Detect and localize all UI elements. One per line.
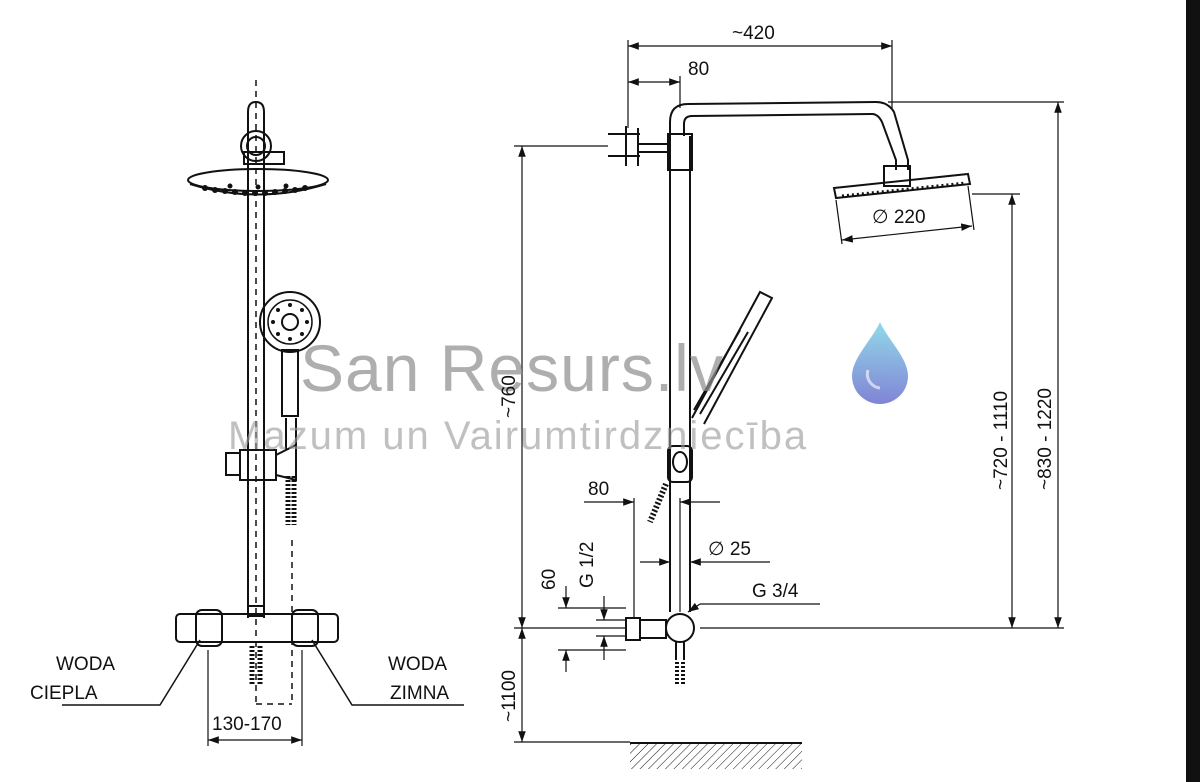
dimension-wall-offset: 80: [688, 59, 710, 80]
label-hot-water-line1: WODA: [56, 654, 116, 675]
dimension-mixer-offset: 80: [588, 479, 610, 500]
dimension-pipe-diameter: ∅ 25: [708, 539, 751, 560]
right-edge-border: [1186, 0, 1200, 782]
watermark-brand: San Resurs.lv: [300, 331, 724, 405]
side-view: [514, 40, 1064, 769]
dimension-floor-height: ~1100: [499, 670, 520, 722]
label-cold-water-line2: ZIMNA: [390, 683, 450, 704]
dimension-spacing: 130-170: [212, 714, 282, 735]
dimension-column-height: ~760: [499, 375, 520, 418]
watermark-tagline: Mazum un Vairumtirdzniecība: [228, 414, 809, 458]
dimension-thread-small: G 1/2: [577, 541, 598, 588]
dimension-head-diameter: ∅ 220: [872, 207, 926, 228]
dimension-thread-large: G 3/4: [752, 581, 799, 602]
hand-shower-nozzles: [271, 303, 309, 341]
label-cold-water-line1: WODA: [388, 654, 448, 675]
dimension-head-height-range: ~720 - 1110: [991, 390, 1012, 490]
water-drop-icon: [852, 322, 908, 404]
front-view: [62, 80, 464, 746]
showerhead-nozzles: [202, 183, 308, 196]
label-hot-water-line2: CIEPLA: [30, 683, 98, 704]
dimension-arm-reach: ~420: [732, 23, 775, 44]
dimension-total-height-range: ~830 - 1220: [1035, 388, 1056, 490]
dimension-mixer-spacing: 60: [539, 568, 560, 590]
